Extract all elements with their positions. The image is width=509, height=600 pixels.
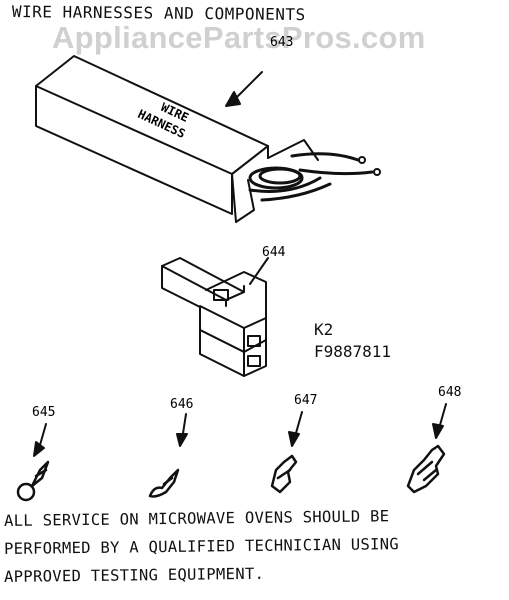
connector-callout-label: 644 <box>262 245 286 260</box>
terminal-648-label: 648 <box>438 385 461 400</box>
terminal-646-drawing <box>148 468 180 498</box>
terminal-647-arrow <box>288 411 303 447</box>
harness-callout-arrow <box>225 71 263 107</box>
terminal-647-label: 647 <box>294 393 317 408</box>
connector-part-number: F9887811 <box>314 342 392 361</box>
wire-harness-box <box>35 55 381 223</box>
connector-part-k2: K2 <box>314 320 334 339</box>
connector-drawing <box>161 257 267 377</box>
terminal-645-drawing <box>16 460 50 502</box>
terminal-648-drawing <box>406 444 446 494</box>
terminal-647-drawing <box>270 454 298 494</box>
terminal-645-arrow <box>33 423 47 457</box>
connector-callout-line <box>249 257 269 285</box>
terminal-646-arrow <box>176 413 188 447</box>
terminal-645-label: 645 <box>32 405 55 420</box>
terminal-646-label: 646 <box>170 397 193 412</box>
watermark: AppliancePartsPros.com <box>52 20 426 55</box>
terminal-648-arrow <box>432 403 447 439</box>
service-note-line3: APPROVED TESTING EQUIPMENT. <box>4 564 265 586</box>
harness-callout-label: 643 <box>270 35 293 50</box>
